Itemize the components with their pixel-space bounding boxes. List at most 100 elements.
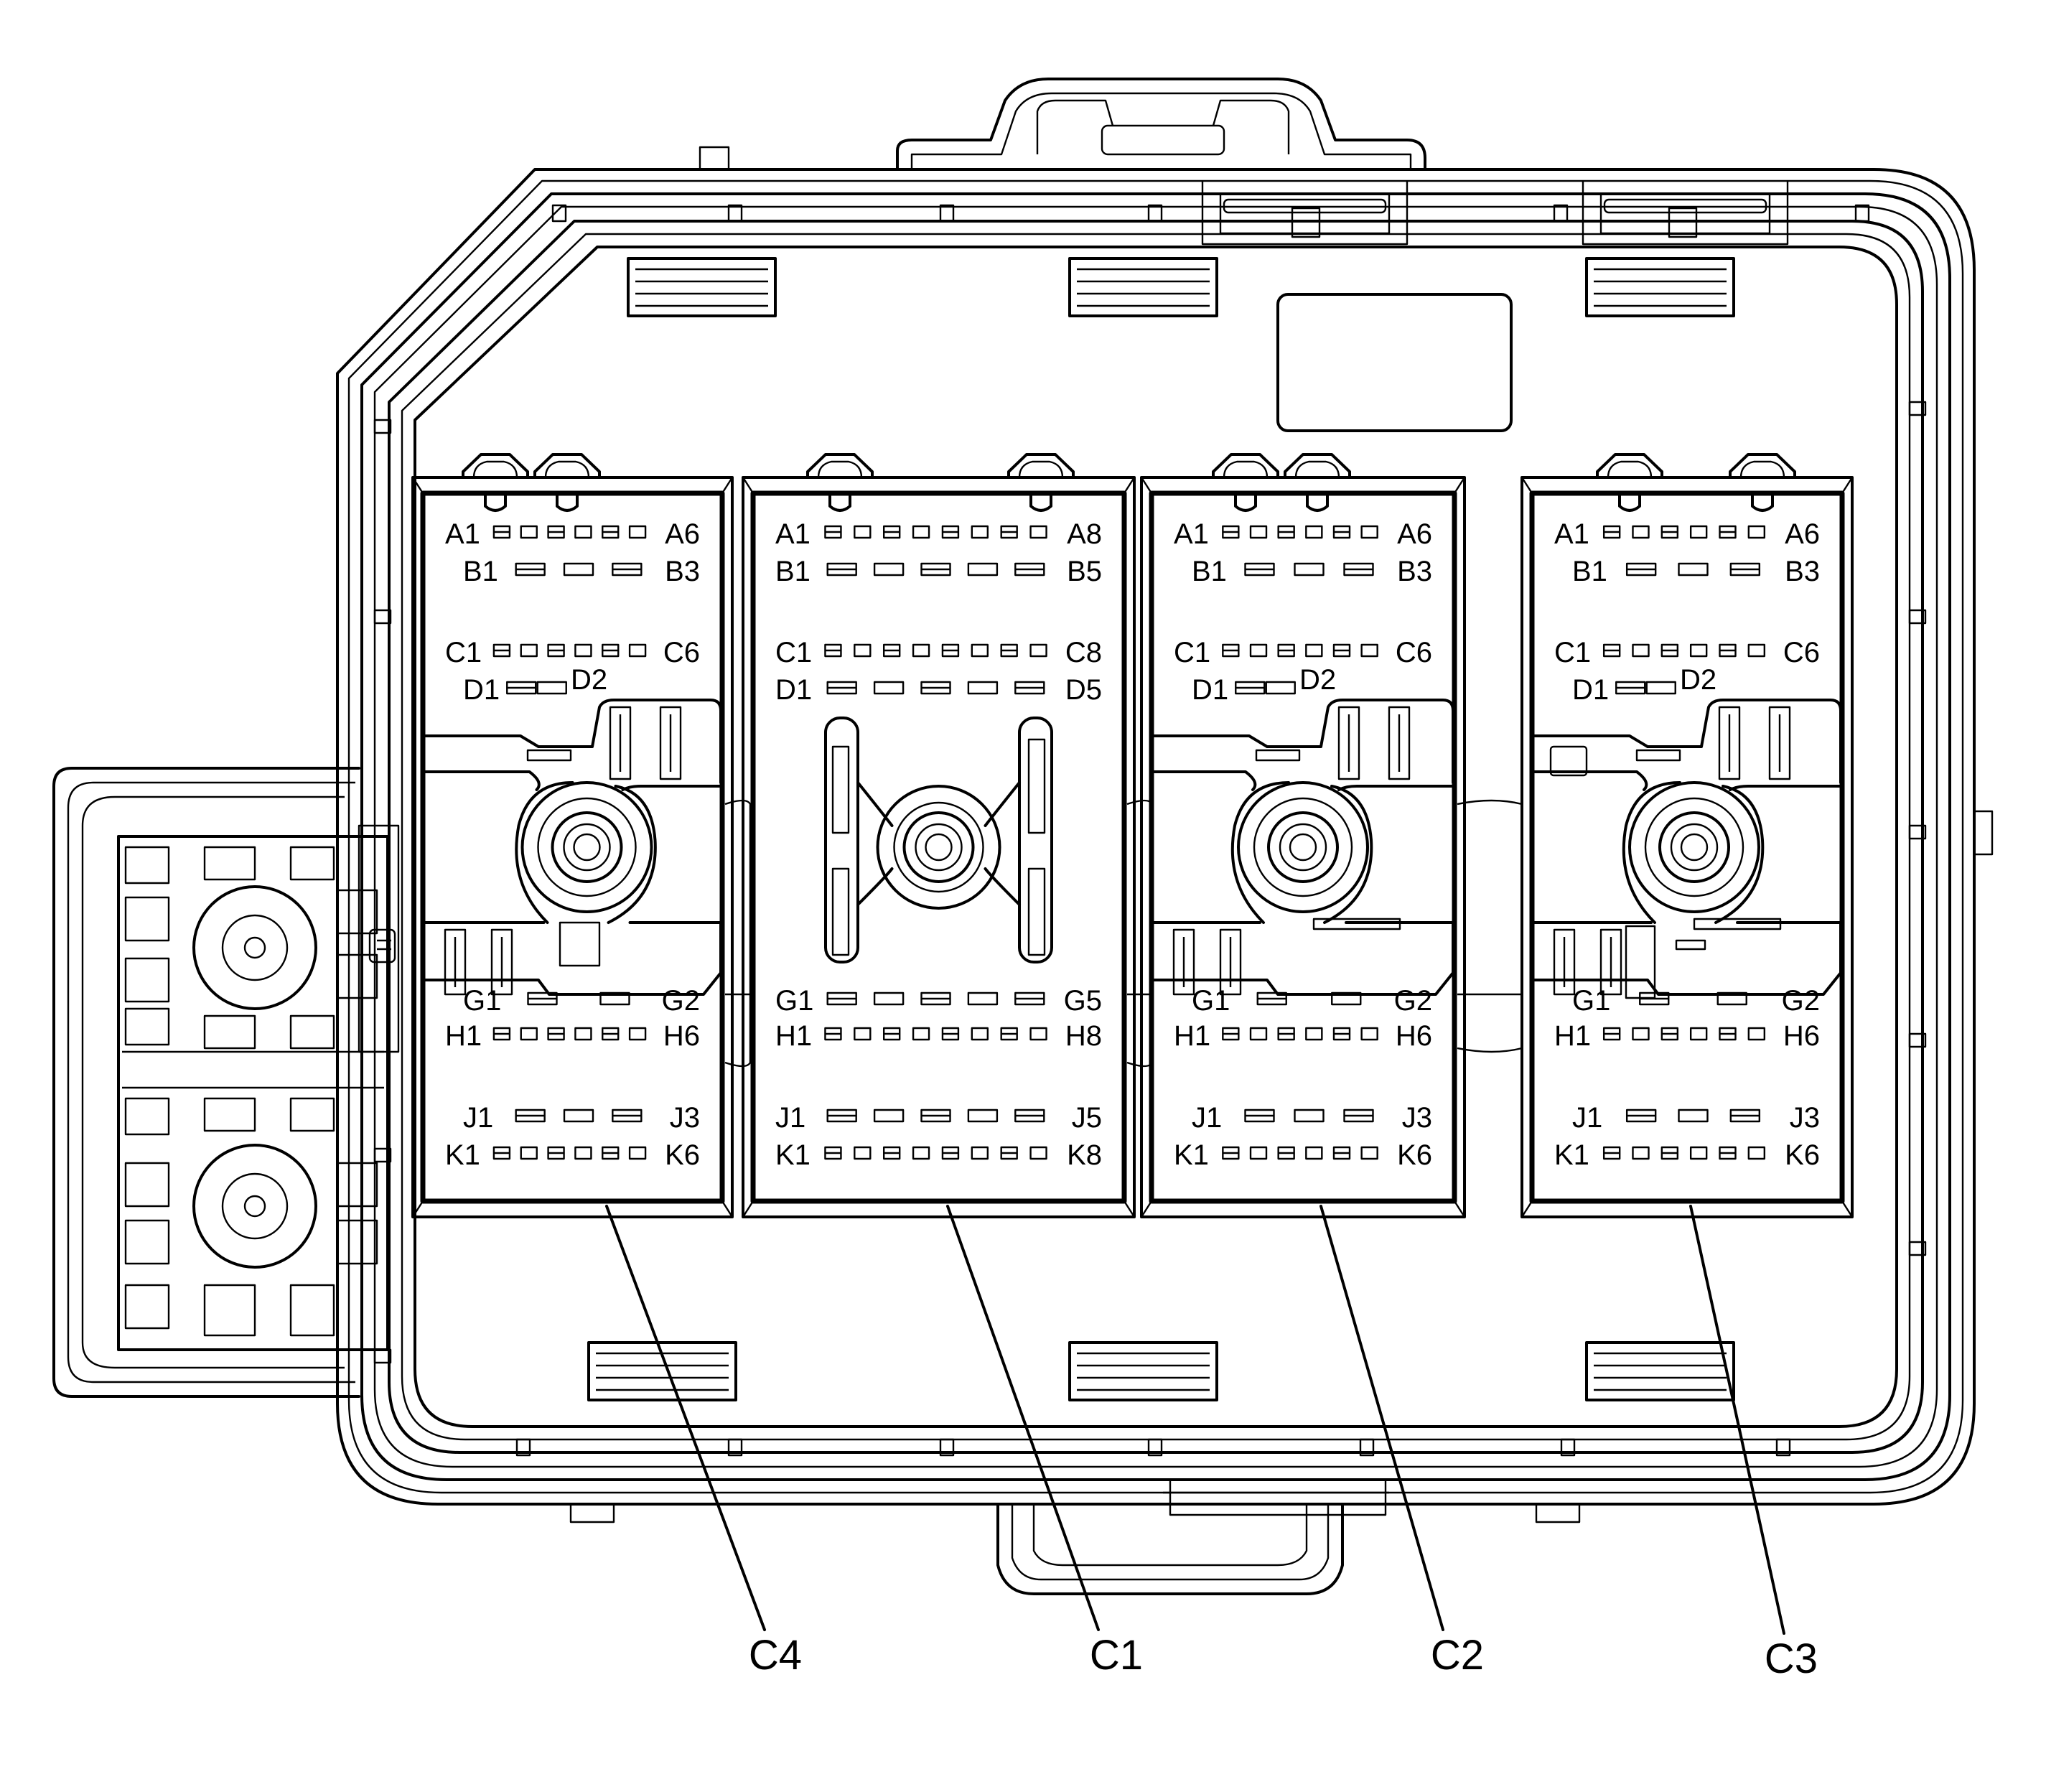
pin-cavity bbox=[1360, 525, 1378, 539]
pin-cavity bbox=[1689, 1146, 1708, 1160]
pin-label-b1: B1 bbox=[775, 556, 811, 587]
pin-cavity bbox=[1689, 1027, 1708, 1041]
connector-inner-frame bbox=[1149, 490, 1457, 1204]
pin-label-g1: G1 bbox=[463, 985, 501, 1017]
pin-cavity bbox=[854, 1146, 872, 1160]
pin-label-j3: J3 bbox=[1402, 1102, 1432, 1134]
pin-label-a1: A1 bbox=[1174, 518, 1209, 550]
pin-label-h1: H1 bbox=[1174, 1020, 1210, 1052]
pin-cavity bbox=[563, 562, 594, 577]
pin-cavity bbox=[574, 525, 592, 539]
pin-label-j3: J3 bbox=[1790, 1102, 1820, 1134]
pin-cavity bbox=[1249, 643, 1268, 658]
pin-cavity bbox=[854, 525, 872, 539]
connector-inner-frame bbox=[420, 490, 725, 1204]
pin-label-a6: A6 bbox=[1785, 518, 1820, 550]
keying-tab bbox=[1007, 453, 1075, 479]
pin-label-c6: C6 bbox=[1783, 637, 1820, 668]
pin-cavity bbox=[912, 525, 930, 539]
pin-cavity bbox=[873, 681, 905, 695]
pin-label-d5: D5 bbox=[1065, 674, 1102, 706]
pin-label-j1: J1 bbox=[1572, 1102, 1602, 1134]
pin-label-d1: D1 bbox=[1192, 674, 1228, 706]
pin-label-a6: A6 bbox=[1397, 518, 1432, 550]
pin-label-b3: B3 bbox=[1397, 556, 1432, 587]
pin-label-h1: H1 bbox=[775, 1020, 812, 1052]
pin-label-h1: H1 bbox=[1554, 1020, 1591, 1052]
pin-label-c8: C8 bbox=[1065, 637, 1102, 668]
pin-cavity bbox=[536, 681, 567, 695]
pin-cavity bbox=[1331, 991, 1362, 1006]
pin-cavity bbox=[873, 562, 905, 577]
pin-label-c1: C1 bbox=[1554, 637, 1591, 668]
bottom-ribbed-handle bbox=[587, 1341, 1735, 1401]
callout-c1: C1 bbox=[1090, 1632, 1143, 1679]
pin-cavity bbox=[574, 1027, 592, 1041]
keying-tab bbox=[1596, 453, 1663, 479]
pin-cavity bbox=[1305, 1146, 1323, 1160]
pin-cavity bbox=[1632, 1146, 1650, 1160]
pin-label-b1: B1 bbox=[463, 556, 498, 587]
pin-cavity bbox=[1029, 643, 1047, 658]
pin-cavity bbox=[520, 643, 538, 658]
pin-label-b5: B5 bbox=[1067, 556, 1102, 587]
pin-cavity bbox=[574, 1146, 592, 1160]
keying-tab bbox=[1284, 453, 1351, 479]
pin-cavity bbox=[854, 643, 872, 658]
stud-icon bbox=[902, 811, 975, 883]
callout-leader bbox=[1319, 1205, 1444, 1631]
pin-cavity bbox=[1249, 525, 1268, 539]
pin-cavity bbox=[1645, 681, 1676, 695]
keying-tab bbox=[1212, 453, 1279, 479]
keying-tab bbox=[533, 453, 601, 479]
pin-label-b1: B1 bbox=[1192, 556, 1227, 587]
pin-cavity bbox=[971, 1027, 989, 1041]
pin-cavity bbox=[1249, 1146, 1268, 1160]
pin-cavity bbox=[1360, 1146, 1378, 1160]
pin-label-c1: C1 bbox=[775, 637, 812, 668]
pin-label-k1: K1 bbox=[775, 1139, 811, 1171]
connector-frame bbox=[411, 476, 734, 1218]
pin-cavity bbox=[1632, 525, 1650, 539]
pin-cavity bbox=[1678, 1109, 1709, 1123]
pin-cavity bbox=[912, 1027, 930, 1041]
pin-label-h1: H1 bbox=[445, 1020, 482, 1052]
pin-label-b1: B1 bbox=[1572, 556, 1607, 587]
pin-cavity bbox=[599, 991, 630, 1006]
callout-c4: C4 bbox=[749, 1632, 802, 1679]
pin-cavity bbox=[971, 643, 989, 658]
connector-inner-frame bbox=[750, 490, 1127, 1204]
pin-label-g1: G1 bbox=[775, 985, 813, 1017]
callout-leader bbox=[605, 1205, 766, 1631]
pin-cavity bbox=[1029, 1027, 1047, 1041]
pin-cavity bbox=[1747, 1027, 1766, 1041]
pin-label-d1: D1 bbox=[775, 674, 812, 706]
pin-label-h6: H6 bbox=[1783, 1020, 1820, 1052]
stud-boss bbox=[1628, 781, 1760, 913]
pin-cavity bbox=[1632, 643, 1650, 658]
pin-cavity bbox=[1360, 1027, 1378, 1041]
pin-label-a1: A1 bbox=[1554, 518, 1589, 550]
pin-cavity bbox=[1249, 1027, 1268, 1041]
pin-label-h8: H8 bbox=[1065, 1020, 1102, 1052]
pin-cavity bbox=[971, 1146, 989, 1160]
callout-leaders bbox=[605, 1205, 1785, 1635]
pin-cavity bbox=[1029, 525, 1047, 539]
connector-frame bbox=[1521, 476, 1854, 1218]
pin-label-j1: J1 bbox=[775, 1102, 805, 1134]
pin-cavity bbox=[1689, 643, 1708, 658]
pin-label-d2: D2 bbox=[1299, 664, 1336, 696]
pin-label-c6: C6 bbox=[663, 637, 700, 668]
pin-cavity bbox=[628, 525, 647, 539]
stud-icon bbox=[551, 811, 623, 883]
pin-cavity bbox=[967, 991, 999, 1006]
pin-label-d1: D1 bbox=[1572, 674, 1609, 706]
stud-icon bbox=[1267, 811, 1339, 883]
pin-label-j1: J1 bbox=[1192, 1102, 1222, 1134]
